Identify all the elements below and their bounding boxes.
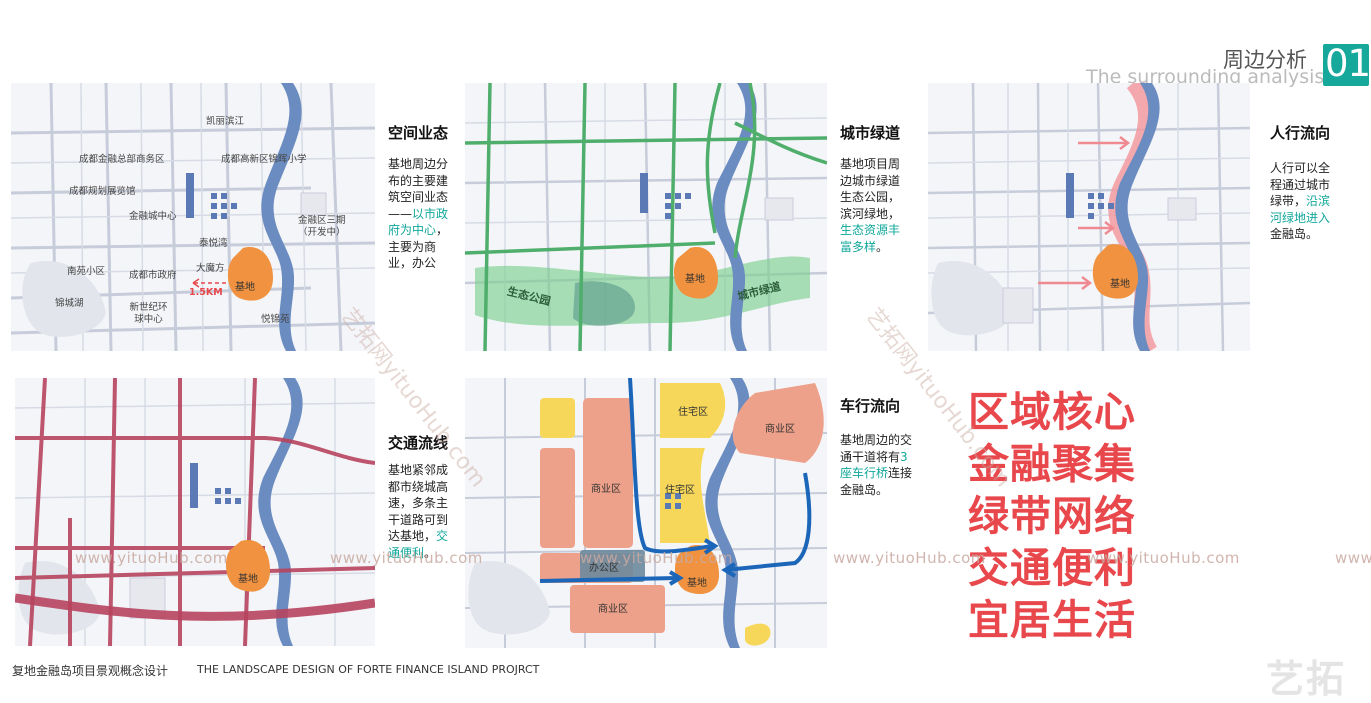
- label-residential-2: 住宅区: [665, 485, 695, 496]
- label-site: 基地: [238, 574, 258, 585]
- slogan-2: 金融聚集: [968, 440, 1136, 488]
- label-yuejinglan: 悦锦苑: [261, 314, 290, 325]
- panel-title-pedestrian: 人行流向: [1270, 124, 1331, 142]
- site: [674, 545, 719, 595]
- header: 周边分析 The surrounding analysis 01: [1080, 42, 1371, 88]
- label-gaoxin: 成都高新区锦晖小学: [221, 154, 307, 165]
- watermark-4: www.yituoHub.com: [833, 549, 986, 567]
- river: [1115, 83, 1160, 351]
- river: [261, 83, 302, 351]
- site: [1092, 244, 1138, 299]
- label-residential-1: 住宅区: [678, 407, 708, 418]
- panel-desc-vehicle: 基地周边的交通干道将有3座车行桥连接金融岛。: [840, 433, 913, 497]
- site: [673, 247, 718, 299]
- map-pedestrian-svg: [928, 83, 1250, 351]
- watermark-3: www.yituoHub.com: [580, 549, 733, 567]
- label-site: 基地: [1110, 279, 1130, 290]
- slogan-5: 宜居生活: [968, 596, 1136, 644]
- label-distance: 1.5KM: [189, 287, 223, 298]
- map-space-layout-svg: [11, 83, 375, 351]
- label-xinshiji: 新世纪环球中心: [129, 302, 168, 325]
- panel-desc-pedestrian: 人行可以全程通过城市绿带，沿滨河绿地进入金融岛。: [1270, 161, 1331, 241]
- map-greenway-svg: [465, 83, 827, 351]
- label-phase3: 金融区三期 （开发中）: [298, 215, 346, 238]
- footer-project-cn: 复地金融岛项目景观概念设计: [12, 664, 169, 678]
- panel-desc-traffic: 基地紧邻成都市绕城高速，多条主干道路可到达基地，交通便利。: [388, 463, 449, 560]
- watermark-6: www: [1335, 549, 1371, 567]
- label-taiyuewan: 泰悦湾: [199, 238, 228, 249]
- label-jincheng: 锦城湖: [55, 298, 84, 309]
- label-cbd: 成都金融总部商务区: [79, 154, 165, 165]
- watermark-5: www.yituoHub.com: [1087, 549, 1240, 567]
- watermark-1: www.yituoHub.com: [75, 549, 228, 567]
- label-site: 基地: [685, 274, 705, 285]
- label-nanyuan: 南苑小区: [67, 266, 106, 277]
- label-commercial-3: 商业区: [598, 604, 628, 615]
- label-zhengfu: 成都市政府: [129, 270, 177, 281]
- panel-title-green: 城市绿道: [840, 124, 901, 142]
- label-jinrongcheng: 金融城中心: [129, 211, 177, 222]
- header-title-cn: 周边分析: [1223, 48, 1307, 72]
- panel-desc-space: 基地周边分布的主要建筑空间业态——以市政府为中心，主要为商业，办公: [388, 157, 449, 270]
- panel-title-space: 空间业态: [388, 124, 449, 142]
- river: [258, 378, 303, 646]
- map-vehicle: 住宅区 住宅区 商业区 商业区 商业区 办公区 基地: [465, 378, 827, 648]
- watermark-2: www.yituoHub.com: [330, 549, 483, 567]
- slogan-list: 区域核心 金融聚集 绿带网络 交通便利 宜居生活: [968, 386, 1136, 646]
- map-pedestrian: 基地: [928, 83, 1250, 351]
- map-traffic: 基地: [15, 378, 375, 646]
- map-traffic-svg: [15, 378, 375, 646]
- label-guihua: 成都规划展览馆: [69, 186, 136, 197]
- map-vehicle-svg: [465, 378, 827, 648]
- river: [712, 83, 757, 351]
- panel-desc-green: 基地项目周边城市绿道生态公园，滨河绿地，生态资源丰富多样。: [840, 157, 901, 254]
- site: [227, 247, 273, 301]
- header-title-en: The surrounding analysis: [1086, 66, 1325, 88]
- label-damofang: 大魔方: [196, 263, 225, 274]
- footer-logo: 艺拓: [1266, 657, 1347, 701]
- label-office: 办公区: [589, 563, 619, 574]
- panel-title-vehicle: 车行流向: [840, 397, 901, 415]
- panel-title-traffic: 交通流线: [388, 434, 449, 452]
- label-site: 基地: [687, 578, 707, 589]
- map-space-layout: 凯丽滨江 成都金融总部商务区 成都高新区锦晖小学 成都规划展览馆 金融城中心 金…: [11, 83, 375, 351]
- slogan-3: 绿带网络: [968, 492, 1136, 540]
- site: [225, 540, 270, 592]
- header-number-badge: 01: [1323, 42, 1371, 86]
- label-kailibinjiang: 凯丽滨江: [206, 116, 245, 127]
- map-greenway: 生态公园 城市绿道 基地: [465, 83, 827, 351]
- label-commercial-1: 商业区: [591, 484, 621, 495]
- header-number: 01: [1325, 42, 1371, 85]
- slogan-1: 区域核心: [968, 388, 1136, 436]
- label-commercial-2: 商业区: [765, 424, 795, 435]
- slogan-4: 交通便利: [968, 544, 1136, 592]
- footer-project-en: THE LANDSCAPE DESIGN OF FORTE FINANCE IS…: [197, 663, 540, 676]
- label-site: 基地: [235, 282, 255, 293]
